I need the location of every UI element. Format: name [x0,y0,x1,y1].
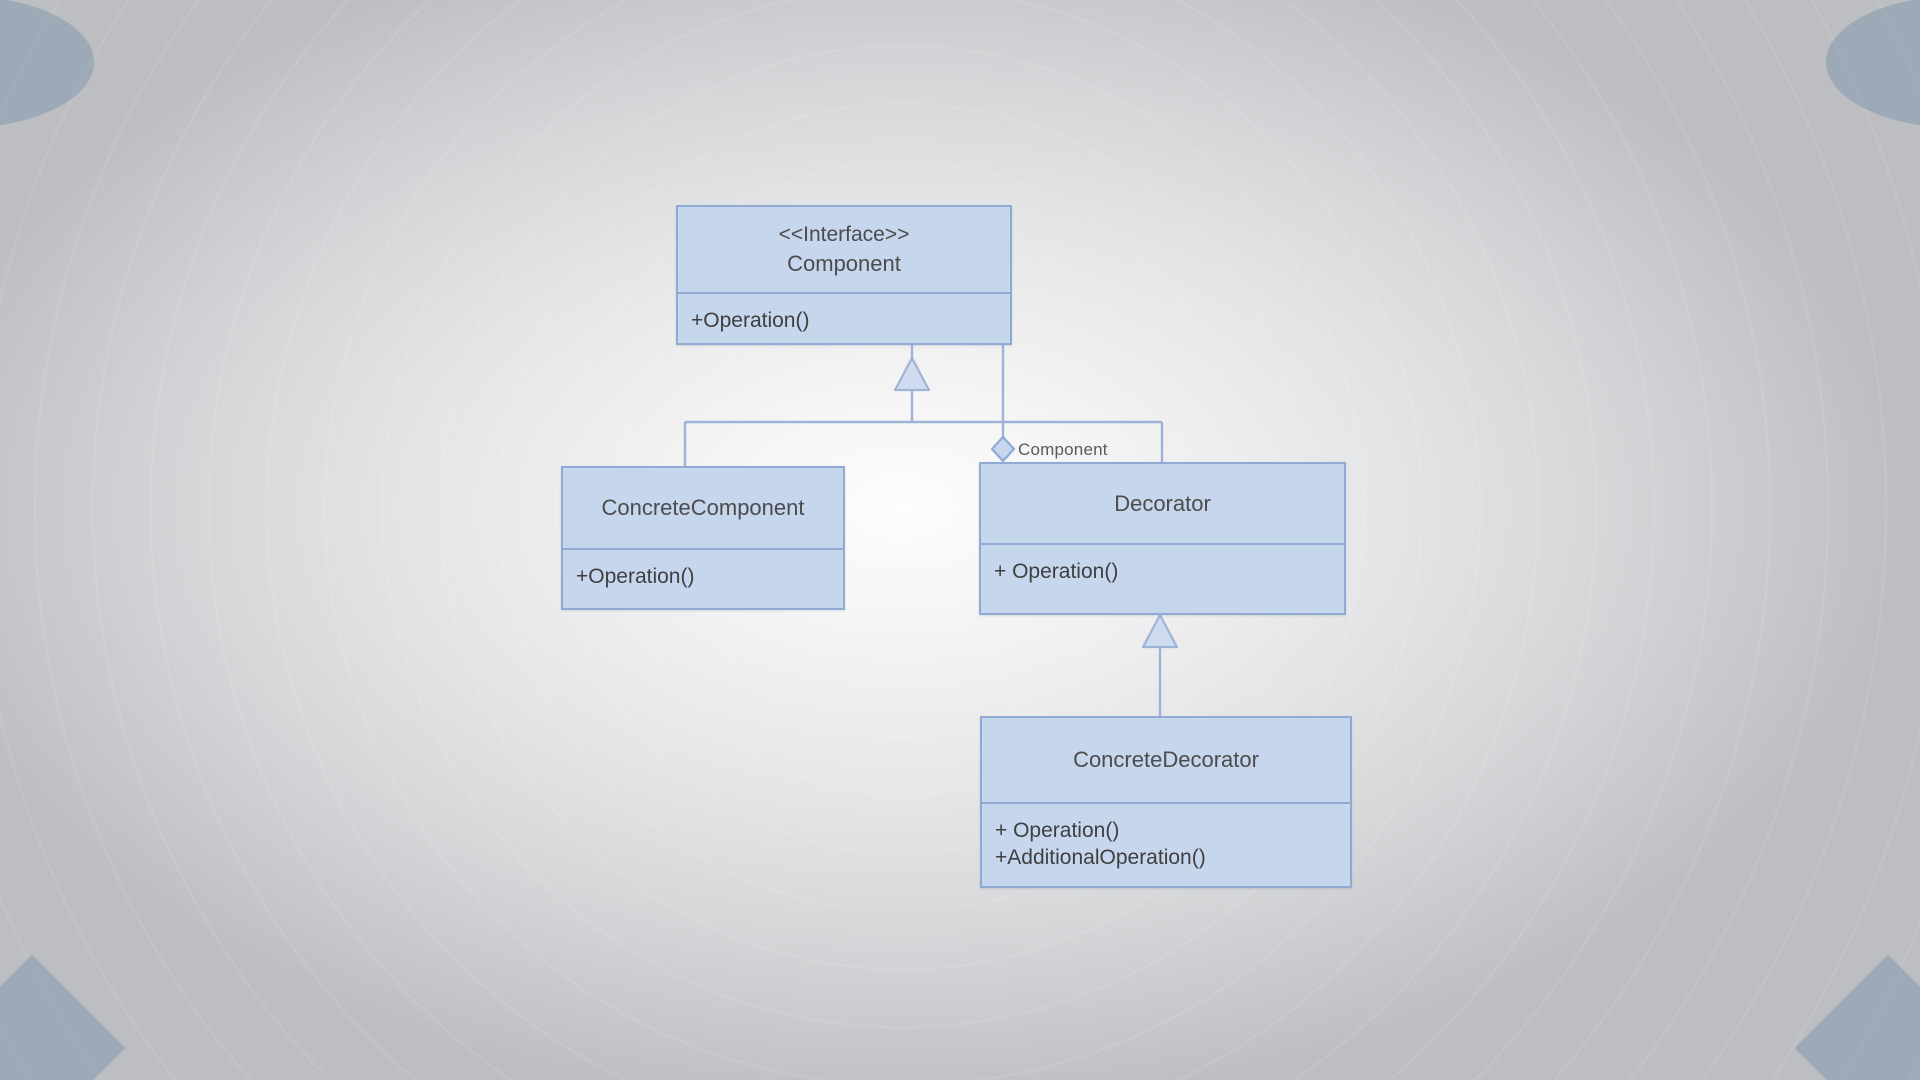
class-members-concrete-decorator: + Operation() +AdditionalOperation() [982,804,1350,886]
corner-wedge-bottom-left [0,954,126,1080]
class-stereotype-component: <<Interface>> [778,223,910,247]
uml-class-component[interactable]: <<Interface>> Component +Operation() [676,205,1012,345]
class-members-concrete-component: +Operation() [563,550,843,608]
class-divider-component [678,292,1010,294]
corner-wedge-bottom-right [1794,954,1920,1080]
uml-class-concrete-decorator[interactable]: ConcreteDecorator + Operation() +Additio… [980,716,1352,888]
class-divider-decorator [981,543,1344,545]
class-divider-concrete-component [563,548,843,550]
uml-class-concrete-component[interactable]: ConcreteComponent +Operation() [561,466,845,610]
class-header-concrete-decorator: ConcreteDecorator [982,718,1350,802]
class-name-decorator: Decorator [1114,490,1211,516]
class-members-decorator: + Operation() [981,545,1344,613]
class-divider-concrete-decorator [982,802,1350,804]
uml-class-decorator[interactable]: Decorator + Operation() [979,462,1346,615]
class-header-concrete-component: ConcreteComponent [563,468,843,548]
corner-wedge-top-right [1826,0,1920,128]
association-role-label: Component [1018,440,1108,459]
member-component-operation: +Operation() [691,309,810,332]
class-name-concrete-component: ConcreteComponent [601,495,805,521]
inheritance-arrowhead-component [893,356,931,392]
class-header-component: <<Interface>> Component [678,207,1010,292]
generalization-concretedecorator-decorator [1141,613,1179,716]
member-concrete-decorator-operation: + Operation() [995,819,1120,842]
member-decorator-operation: + Operation() [994,560,1119,583]
class-members-component: +Operation() [678,294,1010,343]
aggregation-decorator-component [990,345,1016,463]
class-header-decorator: Decorator [981,464,1344,543]
aggregation-diamond [990,435,1016,463]
class-name-component: Component [787,250,901,276]
class-name-concrete-decorator: ConcreteDecorator [1073,747,1259,773]
corner-wedge-top-left [0,0,94,128]
member-concrete-decorator-additional-operation: +AdditionalOperation() [995,846,1206,870]
member-concrete-component-operation: +Operation() [576,565,695,588]
inheritance-arrowhead-decorator [1141,613,1179,649]
